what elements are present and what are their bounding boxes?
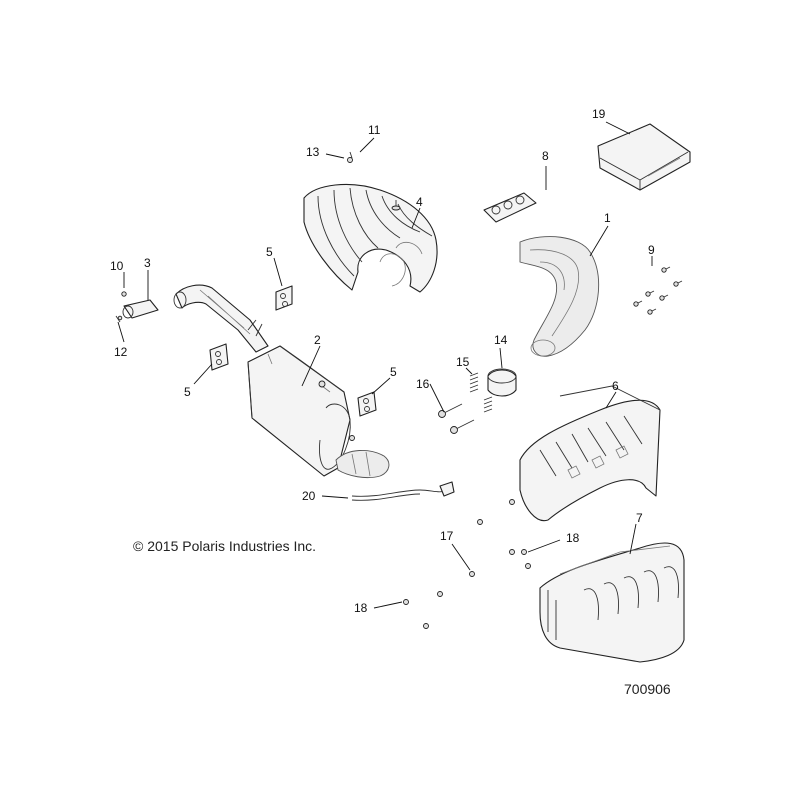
callout-labels: 1 2 3 4 5 5 5 6 7 8 9 10 11 12 13 14 15 … <box>110 107 655 615</box>
part-3-tailpipe-tip <box>122 299 159 319</box>
callout-9: 9 <box>648 243 655 257</box>
callout-12: 12 <box>114 345 128 359</box>
part-16-bolts <box>438 403 475 434</box>
callout-15: 15 <box>456 355 470 369</box>
callout-19: 19 <box>592 107 606 121</box>
part-15-springs <box>469 372 493 413</box>
part-17-18-fasteners <box>403 499 531 629</box>
part-7-lower-shield <box>539 542 685 663</box>
callout-1: 1 <box>604 211 611 225</box>
part-5-isolator-upper <box>275 285 293 311</box>
callout-11: 11 <box>368 123 381 137</box>
callout-5-upper: 5 <box>266 245 273 259</box>
callout-3: 3 <box>144 256 151 270</box>
callout-7: 7 <box>636 511 643 525</box>
callout-8: 8 <box>542 149 549 163</box>
part-2-muffler-assembly <box>173 284 355 477</box>
callout-2: 2 <box>314 333 321 347</box>
callout-5-left: 5 <box>184 385 191 399</box>
part-20-sensor-fitting <box>335 450 455 501</box>
callout-5-right: 5 <box>390 365 397 379</box>
callout-13: 13 <box>306 145 320 159</box>
part-8-exhaust-gasket <box>483 192 537 223</box>
callout-16: 16 <box>416 377 430 391</box>
part-19-heat-shield-plate <box>597 123 691 191</box>
part-5-isolator-right <box>357 391 377 417</box>
leader-lines <box>117 121 653 609</box>
part-11-13-fasteners <box>347 151 401 211</box>
callout-6: 6 <box>612 379 619 393</box>
callout-10: 10 <box>110 259 124 273</box>
callout-4: 4 <box>416 195 423 209</box>
callout-18-right: 18 <box>566 531 580 545</box>
callout-18-left: 18 <box>354 601 368 615</box>
copyright-notice: © 2015 Polaris Industries Inc. <box>133 538 316 554</box>
callout-17: 17 <box>440 529 454 543</box>
part-9-bolt-set <box>633 266 683 315</box>
part-5-isolator-left <box>209 343 229 371</box>
callout-14: 14 <box>494 333 508 347</box>
part-10-12-fasteners <box>115 291 127 323</box>
part-4-upper-heat-shield <box>303 183 438 293</box>
part-6-lower-heat-shield <box>519 385 661 522</box>
callout-20: 20 <box>302 489 316 503</box>
part-14-end-cap <box>487 368 517 397</box>
part-1-exhaust-header <box>519 236 600 357</box>
figure-number: 700906 <box>624 681 671 697</box>
